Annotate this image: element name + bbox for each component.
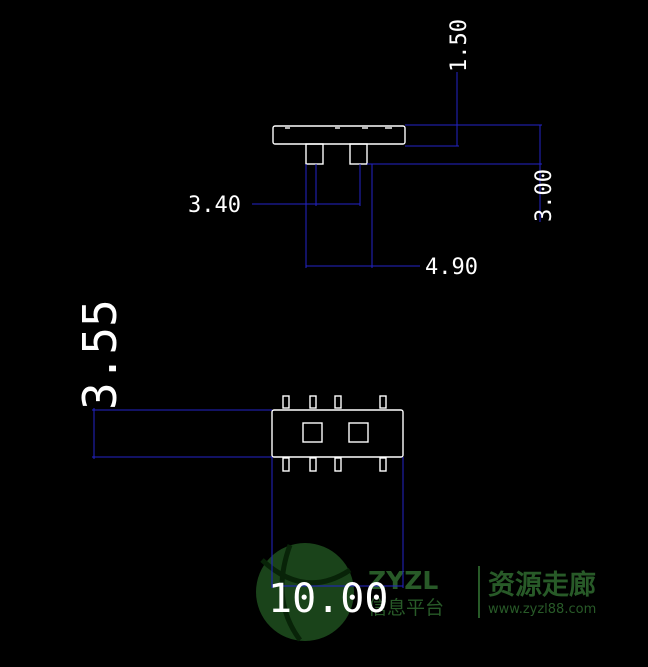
dim-3-00: 3.00 xyxy=(367,124,557,222)
top-view-body xyxy=(271,409,404,458)
watermark-cn-title: 资源走廊 xyxy=(488,569,596,601)
dim-3-55: 3.55 xyxy=(73,299,272,459)
dim-1-50-label: 1.50 xyxy=(447,19,472,72)
watermark-ball-seam xyxy=(260,558,352,586)
watermark-url: www.zyzl88.com xyxy=(488,602,596,617)
pin-bottom xyxy=(379,457,387,472)
dim-3-40: 3.40 xyxy=(188,164,361,218)
dim-4-90: 4.90 xyxy=(305,164,478,280)
dim-4-90-label: 4.90 xyxy=(425,255,478,280)
watermark-brand-sub: 信息平台 xyxy=(368,597,444,619)
actuator-window-right xyxy=(348,422,369,443)
side-view-leg-right xyxy=(349,143,368,165)
actuator-window-left xyxy=(302,422,323,443)
dim-1-50: 1.50 xyxy=(405,19,472,147)
side-view-body xyxy=(272,125,406,145)
pin-bottom xyxy=(334,457,342,472)
side-view: 1.50 3.00 3.40 4.90 xyxy=(188,19,557,280)
dim-3-00-label: 3.00 xyxy=(532,169,557,222)
dim-10-00: 10.00 xyxy=(268,457,404,622)
pin-top xyxy=(282,395,290,409)
dim-10-00-label: 10.00 xyxy=(268,576,388,622)
dim-3-55-label: 3.55 xyxy=(73,299,127,410)
pin-bottom xyxy=(282,457,290,472)
pin-bottom xyxy=(309,457,317,472)
dim-3-40-label: 3.40 xyxy=(188,193,241,218)
top-view: 3.55 10.00 xyxy=(73,299,404,622)
watermark-ball-icon xyxy=(256,543,354,641)
pin-top xyxy=(334,395,342,409)
pin-top xyxy=(379,395,387,409)
pin-top xyxy=(309,395,317,409)
side-view-leg-left xyxy=(305,143,324,165)
